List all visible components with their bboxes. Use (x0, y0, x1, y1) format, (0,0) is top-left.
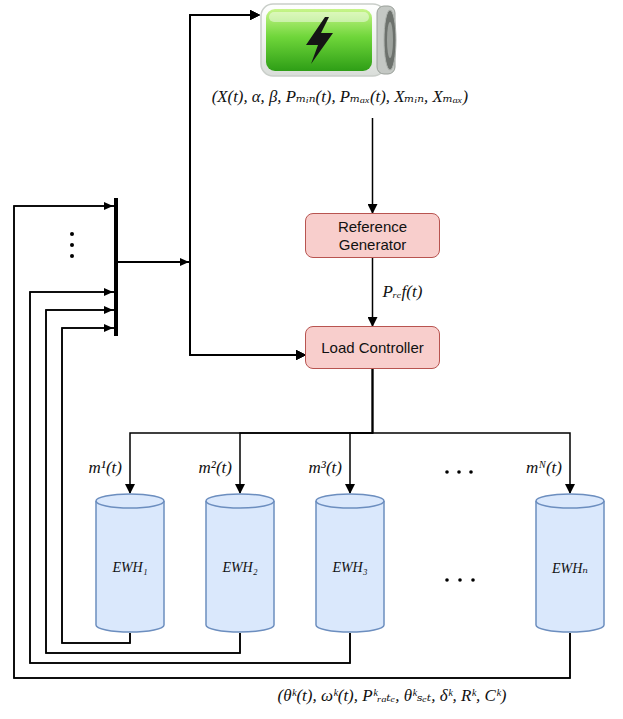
battery-illustration (259, 0, 399, 82)
connector-arrow (46, 262, 305, 653)
connector-arrow (14, 15, 570, 678)
node-label: EWHₙ (552, 550, 588, 577)
water-heater-tank: EWH₁ (95, 493, 165, 633)
edge-label: m³(t) (307, 458, 344, 478)
formula-label: (X(t), α, β, Pₘᵢₙ(t), Pₘₐₓ(t), Xₘᵢₙ, Xₘₐ… (195, 86, 485, 107)
battery-node: (X(t), α, β, Pₘᵢₙ(t), Pₘₐₓ(t), Xₘᵢₙ, Xₘₐ… (195, 0, 485, 118)
vertical-ellipsis (70, 232, 74, 258)
node-label: Reference Generator (306, 218, 439, 253)
edge-label: m²(t) (197, 458, 234, 478)
horizontal-ellipsis (445, 470, 473, 474)
connector-arrow (130, 369, 373, 493)
water-heater-tank: EWH₃ (315, 493, 385, 633)
edge-label: Pᵣₑf(t) (381, 282, 425, 302)
connector-arrow (62, 262, 305, 643)
process-box: Load Controller (305, 326, 440, 369)
water-heater-tank: EWHₙ (535, 493, 605, 633)
water-heater-tank: EWH₂ (205, 493, 275, 633)
connector-arrow (14, 206, 570, 678)
edge-label: mᴺ(t) (524, 458, 564, 478)
connector-arrow (373, 369, 571, 493)
connector-arrow (372, 258, 374, 326)
node-label: Load Controller (313, 339, 432, 356)
edge-label: m¹(t) (87, 458, 124, 478)
node-label: EWH₁ (112, 550, 147, 576)
horizontal-ellipsis (445, 578, 475, 582)
parameter-label: (θᵏ(t), ωᵏ(t), Pᵏᵣₐₜₑ, θᵏₛₑₜ, δᵏ, Rᵏ, Cᵏ… (276, 686, 509, 706)
node-label: EWH₂ (222, 550, 257, 576)
node-label: EWH₃ (332, 550, 367, 576)
process-box: Reference Generator (305, 213, 440, 258)
connector-arrow (350, 369, 373, 493)
connector-arrow (240, 369, 373, 493)
connector-arrow (372, 118, 374, 213)
